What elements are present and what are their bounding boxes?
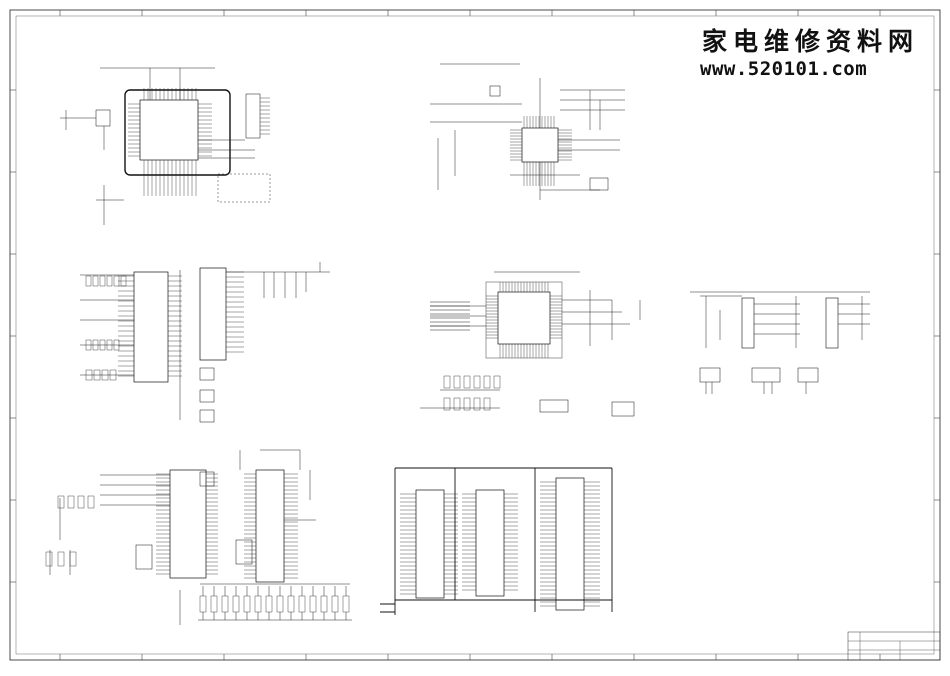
capacitor — [443, 375, 451, 389]
capacitor — [254, 595, 262, 613]
capacitor — [287, 595, 295, 613]
capacitor — [221, 595, 229, 613]
capacitor — [210, 595, 218, 613]
resistor — [85, 275, 92, 287]
capacitor — [483, 397, 491, 411]
header-p2 — [751, 367, 781, 383]
capacitor — [453, 375, 461, 389]
capacitor — [463, 375, 471, 389]
capacitor — [463, 397, 471, 411]
sdram-block — [380, 467, 613, 615]
ic-u4 — [199, 267, 227, 361]
capacitor — [483, 375, 491, 389]
watermark-url: www.520101.com — [700, 58, 868, 80]
ic-decoder — [521, 127, 559, 163]
video-decoder-block — [430, 63, 625, 200]
capacitor — [232, 595, 240, 613]
resistor — [106, 275, 113, 287]
scaler-block — [420, 271, 641, 417]
connector-cn1 — [741, 297, 755, 349]
sheet-border — [9, 9, 941, 661]
capacitor — [276, 595, 284, 613]
connector-j1 — [245, 93, 261, 139]
capacitor — [473, 375, 481, 389]
capacitor — [298, 595, 306, 613]
resistor — [92, 275, 99, 287]
capacitor — [87, 495, 95, 509]
capacitor — [342, 595, 350, 613]
ic-u9 — [539, 399, 569, 413]
capacitor — [57, 495, 65, 509]
ic-u14 — [235, 539, 253, 565]
capacitor — [331, 595, 339, 613]
capacitor — [493, 375, 501, 389]
ic-scaler — [497, 291, 551, 345]
resistor — [99, 275, 106, 287]
capacitor — [473, 397, 481, 411]
resistor — [113, 275, 120, 287]
ic-sdram3 — [555, 477, 585, 611]
capacitor — [443, 397, 451, 411]
header-p1 — [699, 367, 721, 383]
capacitor — [309, 595, 317, 613]
ic-u3 — [133, 271, 169, 383]
ic-mcu — [139, 99, 199, 161]
transistor-u7 — [199, 409, 215, 423]
connector-block — [690, 291, 870, 394]
capacitor — [243, 595, 251, 613]
capacitor — [45, 551, 53, 567]
capacitor — [265, 595, 273, 613]
ic-u12 — [255, 469, 285, 583]
regulator-u2 — [589, 177, 609, 191]
transistor-u5 — [199, 367, 215, 381]
zone-ticks — [10, 10, 940, 660]
capacitor — [199, 595, 207, 613]
audio-block — [45, 449, 352, 625]
capacitor — [320, 595, 328, 613]
transistor-u6 — [199, 389, 215, 403]
ic-u10 — [611, 401, 635, 417]
capacitor — [453, 397, 461, 411]
resistor — [120, 275, 127, 287]
connector-cn2 — [825, 297, 839, 349]
header-p3 — [797, 367, 819, 383]
capacitor — [69, 551, 77, 567]
capacitor — [67, 495, 75, 509]
title-block — [847, 631, 941, 661]
ic-sdram2 — [475, 489, 505, 597]
capacitor — [57, 551, 65, 567]
ic-u13 — [135, 544, 153, 570]
transistor-q1 — [489, 85, 501, 97]
capacitor — [77, 495, 85, 509]
crystal-x1 — [95, 109, 111, 127]
ic-u11 — [169, 469, 207, 579]
sheet-inner-border — [15, 15, 935, 655]
memory-interface-block — [80, 262, 330, 423]
watermark-chinese: 家电维修资料网 — [702, 27, 920, 56]
ic-sdram1 — [415, 489, 445, 599]
mcu-block — [60, 67, 271, 225]
